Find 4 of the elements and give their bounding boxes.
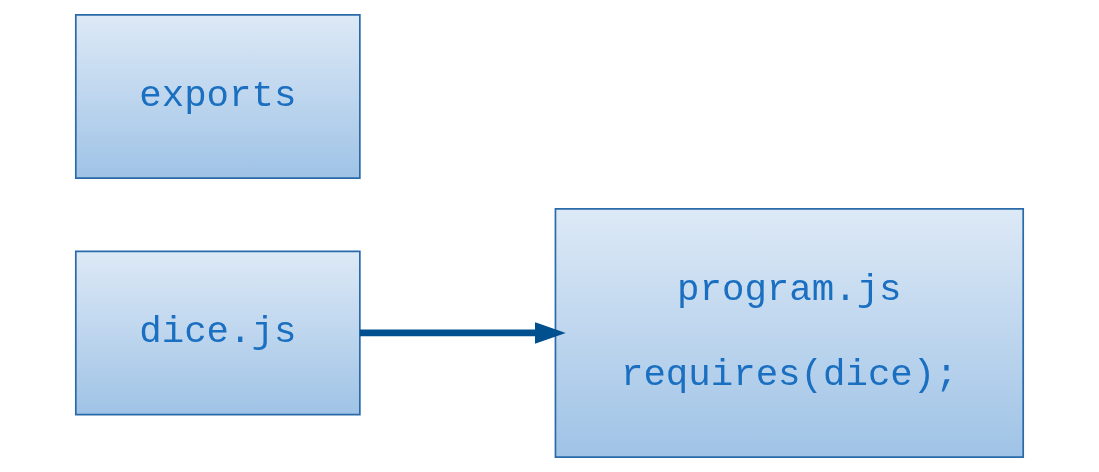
node-box: program.js requires(dice); xyxy=(554,207,1025,458)
node-box: dice.js xyxy=(74,250,361,416)
arrow xyxy=(359,322,566,344)
node-box: exports xyxy=(74,14,361,179)
